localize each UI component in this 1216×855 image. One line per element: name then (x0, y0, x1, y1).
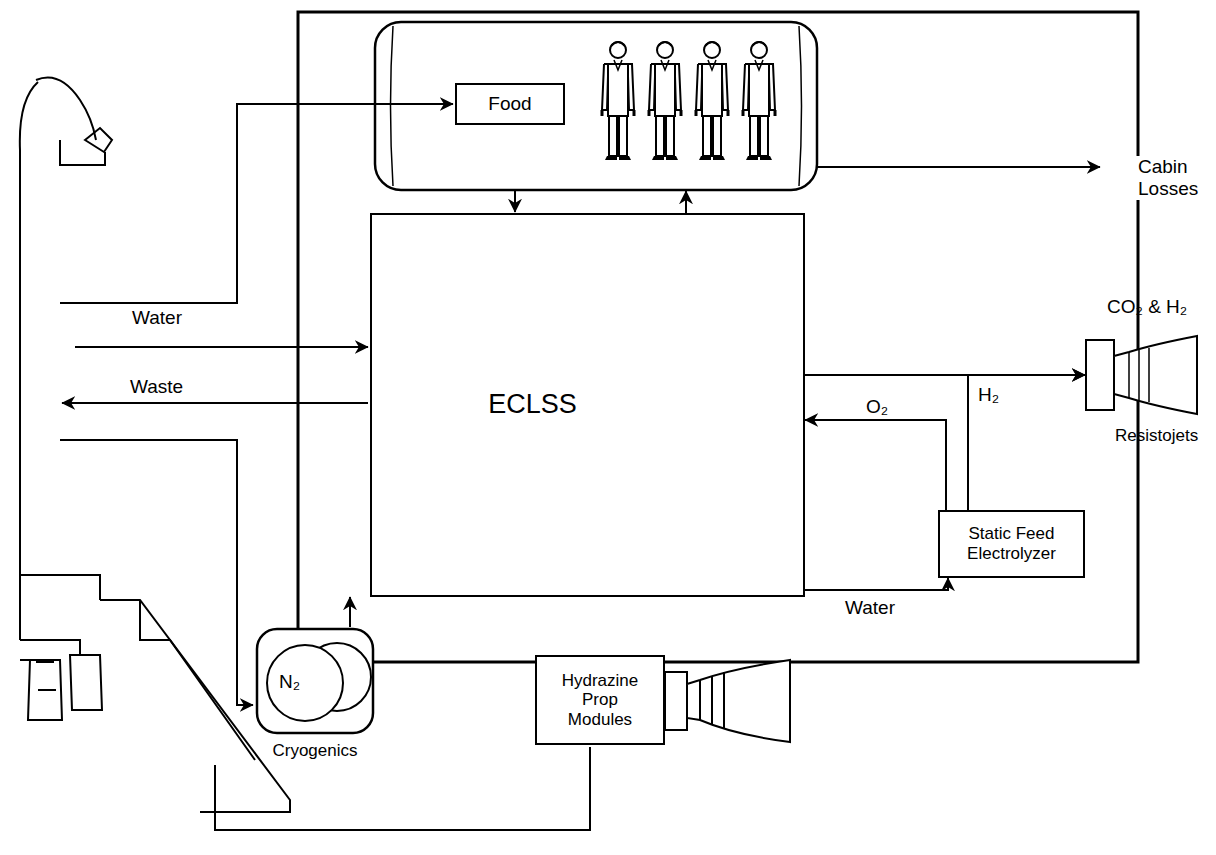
space-shuttle (20, 78, 290, 813)
flow-arrows (60, 104, 1100, 830)
food-box: Food (455, 83, 565, 125)
tank-sphere (267, 645, 343, 721)
drawing-part (36, 662, 56, 690)
edge-label: H₂ (976, 384, 1001, 406)
cryogenics-tank: N₂ Cryogenics (255, 627, 375, 767)
tank-housing (257, 629, 373, 733)
resistojet: CO₂ & H₂ Resistojets (1085, 292, 1210, 457)
drawing-part (60, 140, 105, 165)
flow-label: Waste (128, 376, 185, 398)
eclss-box: ECLSS (370, 213, 805, 597)
drawing-part (20, 82, 38, 640)
drawing-part (70, 655, 102, 710)
drawing-part (140, 600, 255, 760)
station-outline (298, 12, 1138, 662)
electrolyzer-box: Static Feed Electrolyzer (938, 510, 1085, 578)
drawing-part (62, 402, 368, 404)
box-text: Food (488, 93, 531, 115)
thruster-body (1086, 340, 1114, 410)
flow-label: Cabin Losses (1136, 156, 1212, 200)
flow-connector (349, 597, 351, 627)
drawing-part (375, 22, 817, 190)
drawing-part (60, 440, 253, 705)
drawing-part (817, 166, 1100, 168)
edge-label: Water (843, 597, 897, 619)
box-text: Static Feed Electrolyzer (950, 524, 1073, 563)
drawing-part (649, 42, 681, 160)
drawing-part (743, 42, 775, 160)
drawing-part (514, 190, 516, 212)
flow-connector (805, 374, 1085, 376)
flow-connector (805, 420, 946, 510)
flow-connector (968, 375, 1085, 510)
drawing-part (700, 672, 724, 728)
drawing-part (602, 42, 634, 160)
drawing-part (685, 191, 687, 213)
drawing-part (665, 672, 687, 730)
drawing-part (75, 346, 368, 348)
flow-label: Water (130, 307, 184, 329)
drawing-part (20, 660, 62, 720)
drawing-part (36, 78, 96, 141)
flow-connector (805, 578, 948, 590)
exhaust-label: CO₂ & H₂ (1107, 296, 1187, 318)
drawing-part (298, 12, 1138, 662)
edge-label: O₂ (864, 396, 890, 418)
prop-module-box: Hydrazine Prop Modules (535, 655, 665, 745)
thruster-caption: Resistojets (1115, 426, 1198, 446)
drawing-part (20, 640, 80, 655)
tank-caption: Cryogenics (255, 741, 375, 761)
crew-cabin (375, 22, 817, 190)
drawing-part (85, 128, 112, 152)
drawing-part (215, 747, 590, 830)
drawing-part (696, 42, 728, 160)
thruster-nozzle (1114, 336, 1197, 414)
gas-label: N₂ (279, 671, 300, 693)
drawing-part (20, 575, 100, 600)
hydrazine-thruster (665, 660, 790, 742)
box-text: ECLSS (488, 389, 577, 420)
drawing-part (687, 660, 790, 742)
nozzle-rings (1129, 348, 1149, 402)
drawing-part (391, 26, 802, 186)
box-text: Hydrazine Prop Modules (551, 671, 649, 730)
